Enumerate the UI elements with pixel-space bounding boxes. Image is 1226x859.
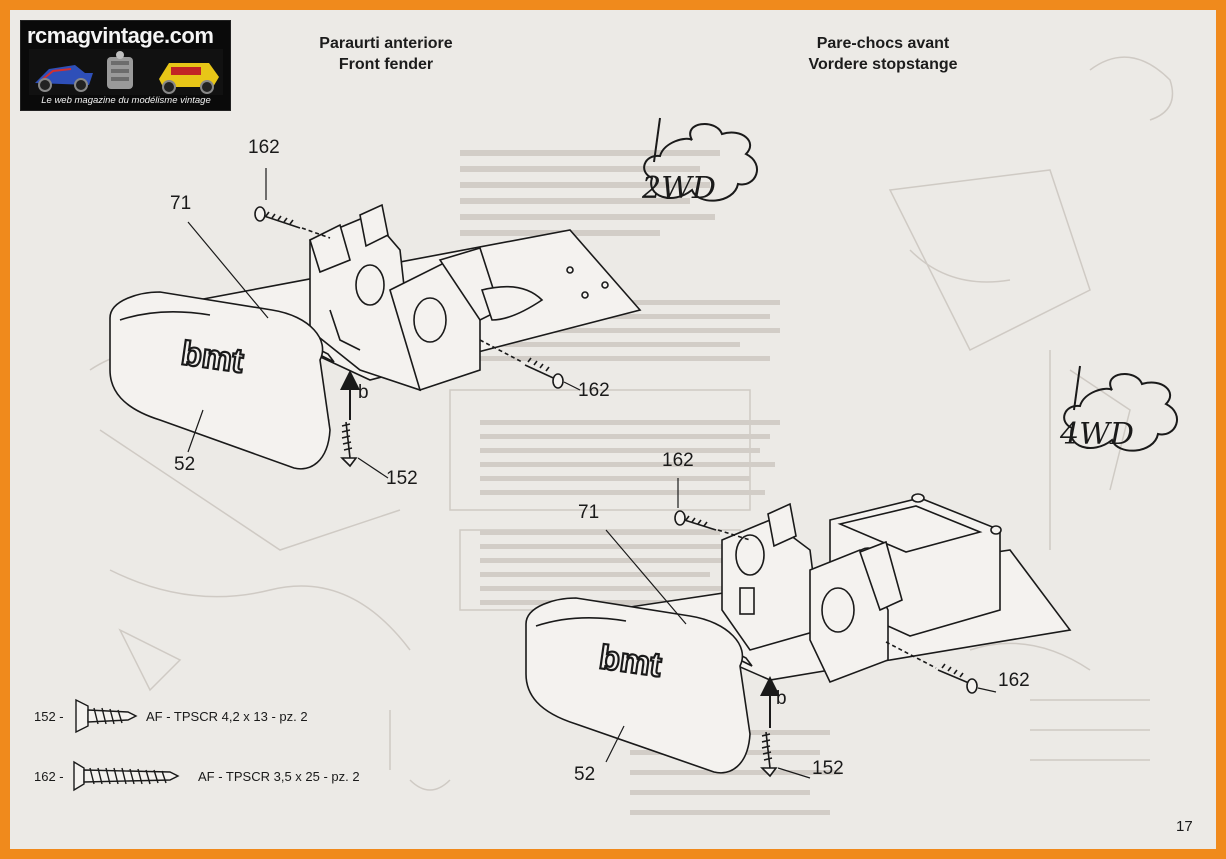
assembly-2wd bbox=[109, 203, 642, 470]
heading-french: Pare-chocs avant bbox=[816, 35, 950, 52]
bumper-52-4wd bbox=[525, 597, 751, 774]
legend-152-number: 152 - bbox=[34, 709, 64, 724]
legend-152-description: AF - TPSCR 4,2 x 13 - pz. 2 bbox=[146, 709, 308, 724]
label-71-4wd: 71 bbox=[578, 502, 599, 523]
label-162-right-4wd: 162 bbox=[998, 670, 1030, 691]
screw-152-legend-icon bbox=[75, 698, 89, 734]
bumper-52-2wd bbox=[109, 291, 331, 470]
screw-152-4wd bbox=[765, 731, 771, 769]
manual-page: rcmagvintage.com Le web magazine du modé… bbox=[10, 10, 1216, 849]
badge-4wd: 4WD bbox=[1059, 365, 1178, 452]
heading-german: Vordere stopstange bbox=[808, 56, 958, 73]
badge-2wd: 2WD bbox=[641, 117, 758, 206]
rc-models-logo-icon bbox=[29, 49, 223, 95]
badge-2wd-label: 2WD bbox=[641, 171, 716, 206]
label-162-top-4wd: 162 bbox=[662, 450, 694, 471]
bulkhead-4wd bbox=[721, 519, 821, 651]
label-52-2wd: 52 bbox=[174, 454, 195, 475]
heading-english: Front fender bbox=[338, 56, 434, 73]
label-152-4wd: 152 bbox=[812, 758, 844, 779]
heading-italian-english: Paraurti anteriore Front fender bbox=[286, 33, 486, 75]
badge-4wd-label: 4WD bbox=[1059, 417, 1134, 452]
label-162-right-2wd: 162 bbox=[578, 380, 610, 401]
label-71-2wd: 71 bbox=[170, 193, 191, 214]
heading-french-german: Pare-chocs avant Vordere stopstange bbox=[778, 33, 988, 75]
assembly-diagram: 2WD 4WD bbox=[73, 117, 1178, 792]
screw-162-legend-icon bbox=[73, 760, 85, 792]
label-b-4wd: b bbox=[776, 688, 787, 709]
label-162-top-2wd: 162 bbox=[248, 137, 280, 158]
label-152-2wd: 152 bbox=[386, 468, 418, 489]
assembly-4wd bbox=[525, 493, 1072, 778]
site-logo-title: rcmagvintage.com bbox=[27, 23, 214, 48]
site-logo[interactable]: rcmagvintage.com Le web magazine du modé… bbox=[20, 20, 231, 111]
legend-162-description: AF - TPSCR 3,5 x 25 - pz. 2 bbox=[198, 769, 360, 784]
site-logo-tagline: Le web magazine du modélisme vintage bbox=[41, 95, 211, 106]
label-b-2wd: b bbox=[358, 382, 369, 403]
legend-drawings bbox=[73, 698, 180, 792]
heading-italian: Paraurti anteriore bbox=[319, 35, 453, 52]
label-52-4wd: 52 bbox=[574, 764, 595, 785]
screw-152-2wd bbox=[345, 421, 351, 459]
page-number: 17 bbox=[1176, 818, 1193, 835]
legend-162-number: 162 - bbox=[34, 769, 64, 784]
